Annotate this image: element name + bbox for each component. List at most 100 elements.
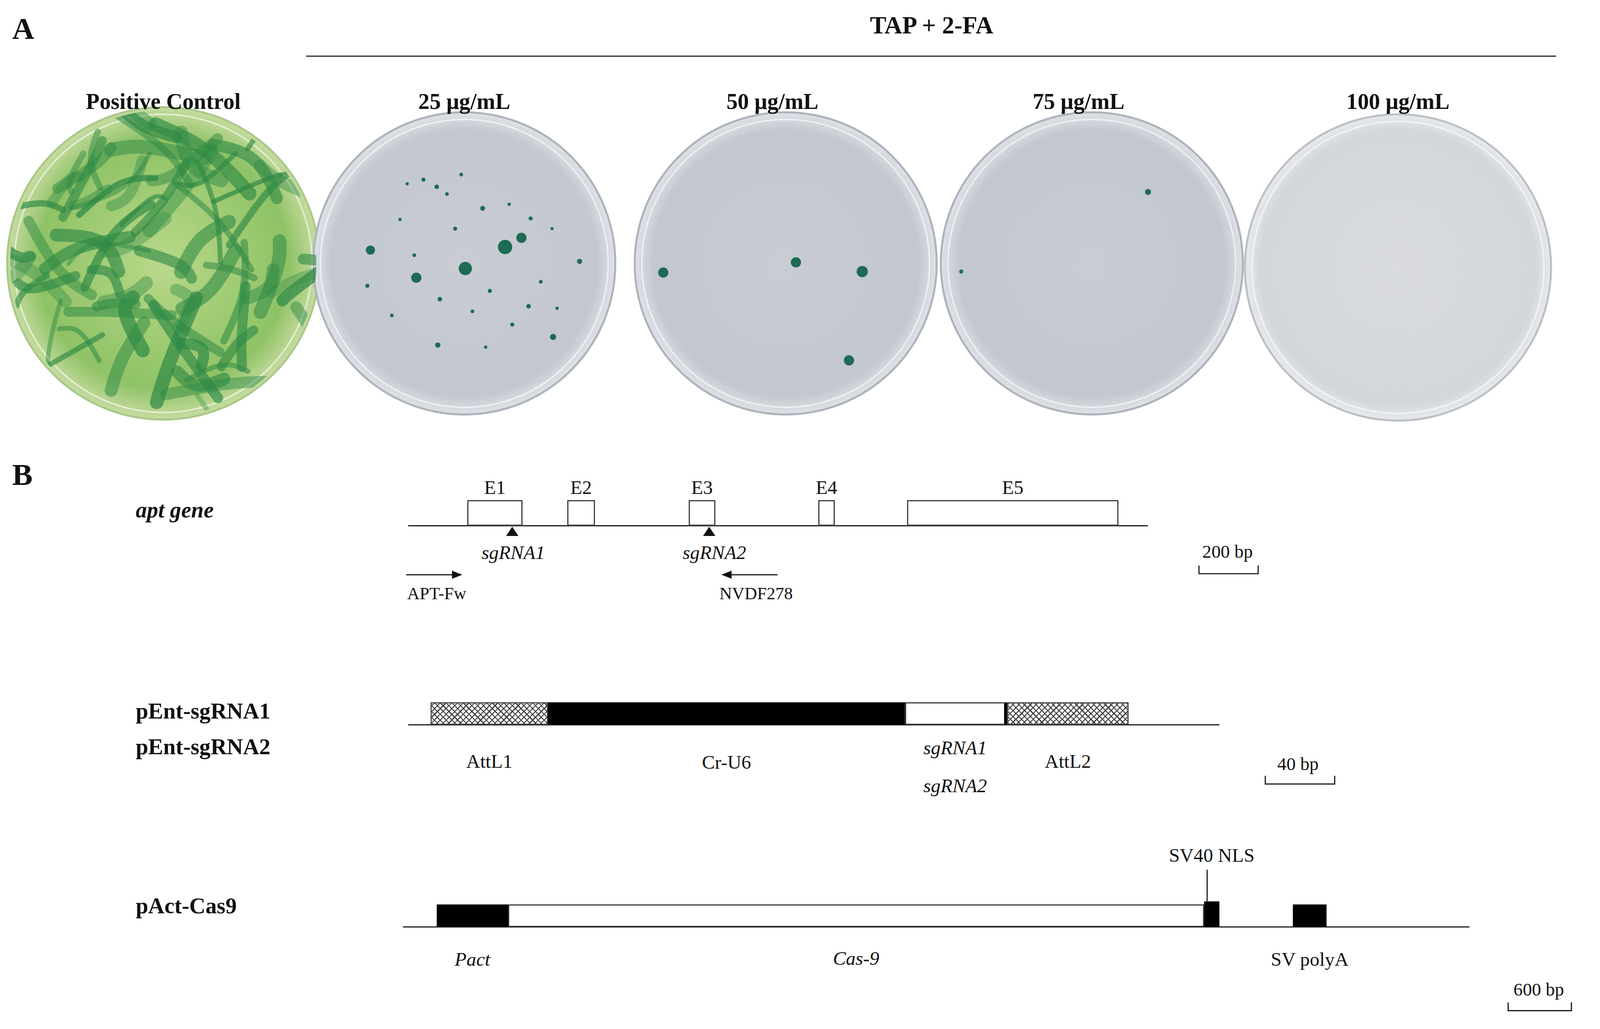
colony	[405, 182, 409, 186]
segment-label-group: E2	[570, 476, 593, 500]
sgrna-segment: sgRNA1sgRNA2	[905, 701, 1008, 725]
segment-label: SV40 NLS	[1169, 844, 1255, 868]
colony	[398, 217, 402, 221]
lawn-streak	[260, 165, 300, 191]
segment-label-group: AttL2	[1044, 749, 1092, 773]
primer-label: APT-Fw	[407, 583, 467, 605]
colony	[444, 191, 449, 196]
colony	[480, 205, 486, 211]
lawn-streak	[16, 274, 47, 306]
segment-label: E2	[570, 476, 593, 500]
exon-box: E5	[907, 500, 1119, 526]
colony	[437, 296, 443, 302]
colony	[550, 227, 554, 231]
dish-rim	[14, 114, 313, 413]
primer-arrow	[406, 573, 455, 576]
colony	[365, 245, 375, 255]
colony	[528, 216, 533, 221]
segment-label: E3	[691, 476, 713, 500]
primer-arrow	[728, 573, 778, 576]
scale-label: 200 bp	[1202, 541, 1254, 564]
segment-label-group: AttL1	[466, 749, 513, 773]
algal-lawn	[0, 68, 396, 460]
plate-label: Positive Control	[85, 88, 241, 116]
scale-bar	[1265, 775, 1335, 784]
colony	[435, 342, 441, 348]
lawn-streak	[180, 342, 204, 367]
lawn-streak	[241, 285, 246, 367]
segment-label-group: Pact	[454, 948, 491, 972]
segment-label: E5	[1001, 476, 1024, 500]
construct-name: apt gene	[135, 496, 214, 524]
segment-label: E1	[484, 476, 506, 500]
segment-label-group: SV polyA	[1270, 948, 1349, 972]
lawn-streak	[165, 381, 272, 394]
segment-label-group: Cr-U6	[701, 751, 752, 775]
arrowhead	[721, 570, 732, 579]
segment-label-group: E4	[815, 476, 838, 500]
lawn-streak	[182, 250, 236, 309]
colony	[389, 313, 394, 318]
panel-letter: A	[12, 10, 35, 47]
colony	[487, 288, 492, 293]
colony	[459, 172, 464, 177]
segment-label: Cr-U6	[701, 751, 752, 775]
construct-name: pEnt-sgRNA1	[135, 697, 271, 726]
segment-label: sgRNA1	[923, 736, 988, 760]
colony	[576, 258, 582, 264]
colony	[526, 304, 531, 309]
lawn-streak	[63, 140, 103, 217]
colony	[484, 345, 488, 349]
colony	[365, 283, 370, 288]
colony	[856, 265, 868, 277]
exon-box: E3	[688, 500, 716, 526]
segment-label-group: E1	[484, 476, 506, 500]
colony	[1145, 188, 1152, 196]
colony	[516, 232, 527, 244]
target-site	[702, 526, 716, 536]
panel-letter: B	[12, 456, 33, 493]
segment-label-group: sgRNA1 sgRNA2	[923, 736, 988, 798]
colony	[790, 257, 802, 268]
segment-label-group: E5	[1001, 476, 1024, 500]
lawn-streak	[91, 269, 120, 295]
scale-label: 600 bp	[1513, 978, 1565, 1002]
segment-label: Pact	[454, 948, 491, 972]
exon-box: E1	[467, 500, 523, 526]
segment-label: SV polyA	[1270, 948, 1349, 972]
construct-name: pAct-Cas9	[135, 892, 237, 920]
colony	[434, 184, 440, 189]
nls-segment: SV40 NLS	[1204, 901, 1220, 927]
lawn-streak	[0, 225, 32, 258]
segment-label-group: Cas-9	[832, 946, 880, 970]
gene-lines	[306, 56, 1572, 1011]
lawn-streak	[151, 138, 218, 182]
exon-box: E2	[567, 500, 595, 526]
dish-rim	[948, 119, 1236, 408]
petri-plates	[0, 68, 1552, 460]
condition-heading: TAP + 2-FA	[870, 10, 994, 41]
segment-label: E4	[815, 476, 838, 500]
primer-label: NVDF278	[719, 583, 793, 605]
colony	[412, 253, 417, 258]
heading-rule	[306, 55, 1557, 57]
arrowhead	[452, 570, 463, 579]
lawn-streak	[111, 322, 145, 391]
lawn-streak	[59, 327, 100, 361]
att-site: AttL2	[1007, 701, 1129, 725]
colony	[421, 177, 426, 182]
colony	[538, 279, 543, 284]
colony	[497, 239, 513, 255]
segment-label: sgRNA2	[923, 774, 988, 798]
scale-bar	[1508, 1001, 1572, 1011]
plate-label: 100 μg/mL	[1346, 88, 1450, 116]
target-label: sgRNA1	[481, 541, 546, 565]
colony	[658, 267, 669, 278]
lawn-streak	[20, 203, 64, 210]
segment-label: AttL2	[1044, 749, 1092, 773]
colony	[411, 272, 422, 283]
att-site: AttL1	[430, 701, 548, 725]
colony	[453, 226, 458, 231]
lawn-streak	[303, 258, 396, 292]
